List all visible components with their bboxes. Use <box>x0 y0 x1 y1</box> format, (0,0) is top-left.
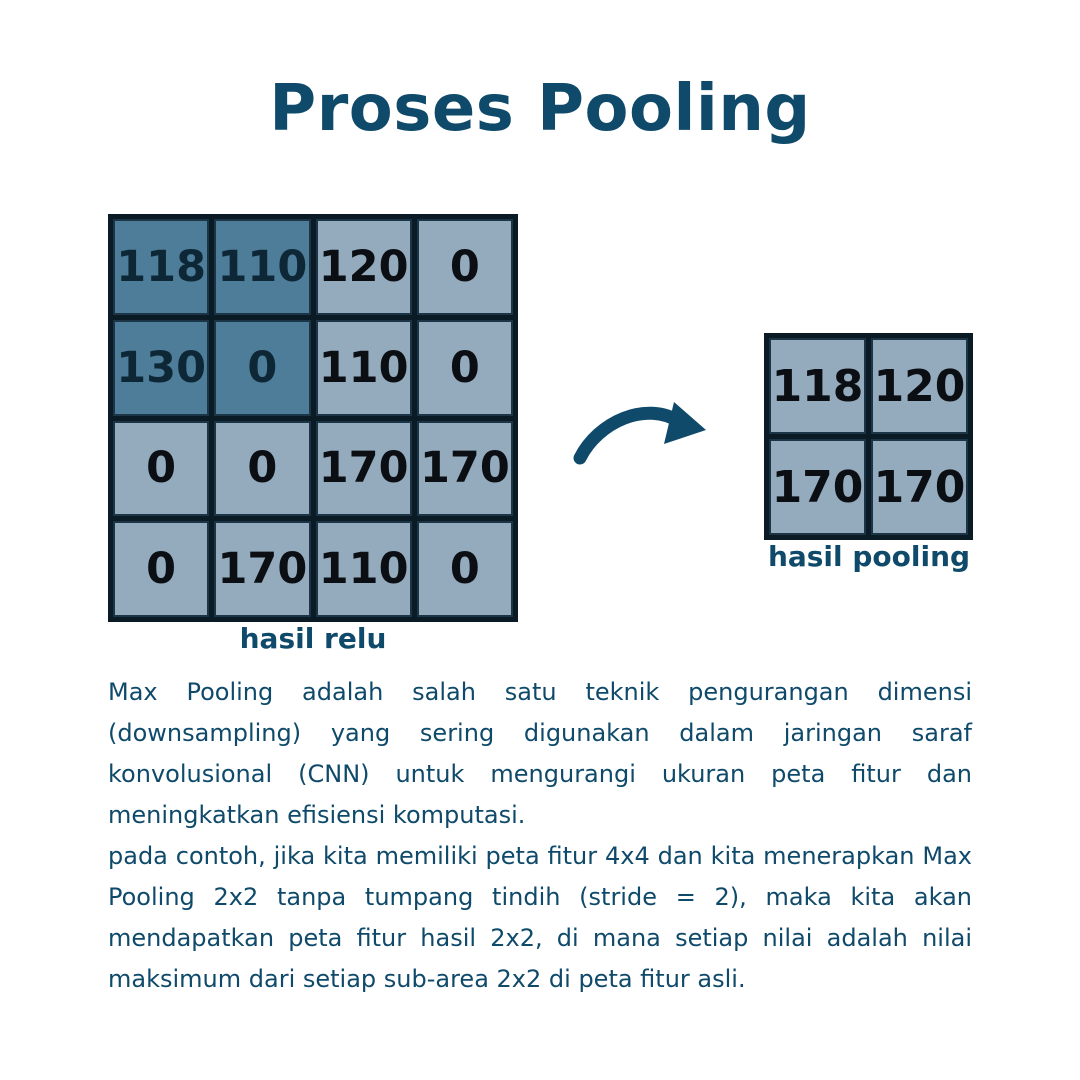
relu-cell: 110 <box>315 521 412 617</box>
description: Max Pooling adalah salah satu teknik pen… <box>108 672 972 1000</box>
relu-cell: 170 <box>416 420 513 517</box>
relu-cell: 118 <box>113 219 210 315</box>
pool-cell: 170 <box>871 439 968 535</box>
relu-cell: 120 <box>315 219 412 315</box>
relu-cell: 0 <box>214 420 311 517</box>
description-paragraph-1: Max Pooling adalah salah satu teknik pen… <box>108 678 972 829</box>
pool-cell: 170 <box>769 439 866 535</box>
relu-cell: 170 <box>214 521 311 617</box>
pooling-caption: hasil pooling <box>767 540 971 573</box>
description-paragraph-2: pada contoh, jika kita memiliki peta fit… <box>108 842 972 993</box>
relu-cell: 0 <box>113 521 210 617</box>
relu-cell: 170 <box>315 420 412 517</box>
relu-cell: 110 <box>214 219 311 315</box>
relu-cell: 0 <box>416 319 513 416</box>
relu-cell: 0 <box>214 319 311 416</box>
curved-arrow-right-icon <box>573 402 706 465</box>
relu-cell: 0 <box>416 521 513 617</box>
relu-cell: 0 <box>113 420 210 517</box>
relu-cell: 0 <box>416 219 513 315</box>
relu-cell: 110 <box>315 319 412 416</box>
relu-caption: hasil relu <box>239 622 387 655</box>
page-title: Proses Pooling <box>269 72 811 146</box>
pool-cell: 120 <box>871 338 968 434</box>
relu-cell: 130 <box>113 319 210 416</box>
pool-cell: 118 <box>769 338 866 434</box>
